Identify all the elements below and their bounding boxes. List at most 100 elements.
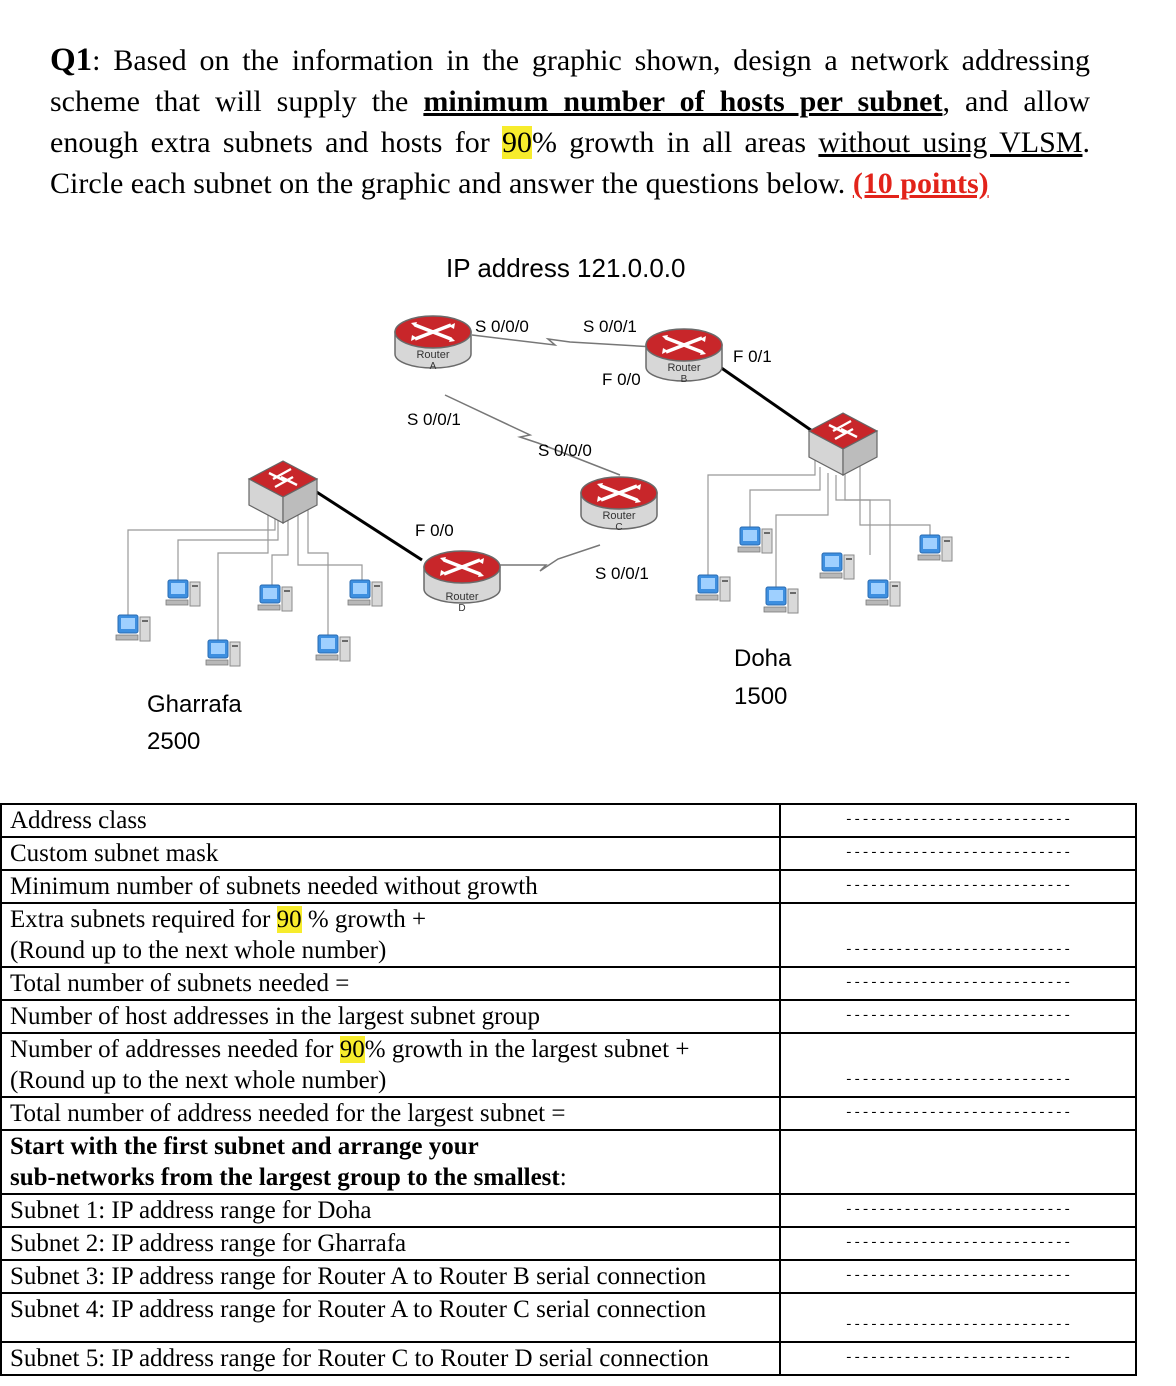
- router-b-letter: B: [681, 374, 688, 385]
- if-label-b-f01: F 0/1: [733, 347, 772, 366]
- switch-doha: [807, 411, 879, 477]
- answer-blank: ---------------------------: [844, 942, 1072, 958]
- pc-gharrafa-4: [257, 584, 293, 612]
- pc-gharrafa-1: [115, 614, 151, 642]
- row-label: Start with the first subnet and arrange …: [0, 1129, 781, 1195]
- row-label: Minimum number of subnets needed without…: [0, 869, 781, 904]
- doha-cabling: [707, 460, 931, 587]
- router-c: Router C: [579, 475, 659, 533]
- row-label-line2: (Round up to the next whole number): [10, 937, 387, 964]
- router-b: Router B: [644, 327, 724, 385]
- row-label-line1: Extra subnets required for: [10, 906, 277, 933]
- serial-link-a-b: [471, 334, 655, 348]
- if-label-b-s001: S 0/0/1: [583, 317, 637, 336]
- row-label: Total number of address needed for the l…: [0, 1096, 781, 1131]
- answer-blank: ---------------------------: [844, 1105, 1072, 1121]
- answer-cell[interactable]: ---------------------------: [779, 1226, 1137, 1261]
- question-part-4: . Circle each subnet on the graphic and …: [50, 126, 1090, 200]
- answer-blank: ---------------------------: [844, 1202, 1072, 1218]
- question-part-1: : Based on the information in the graphi…: [50, 44, 1090, 118]
- answer-blank: ---------------------------: [844, 1235, 1072, 1251]
- question-text: Q1: Based on the information in the grap…: [50, 40, 1090, 204]
- answer-cell[interactable]: ---------------------------: [779, 1032, 1137, 1098]
- answer-blank: ---------------------------: [844, 975, 1072, 991]
- answer-cell[interactable]: ---------------------------: [779, 966, 1137, 1001]
- if-label-c-s000: S 0/0/0: [538, 441, 592, 460]
- doha-name: Doha: [734, 645, 792, 672]
- table-row: Custom subnet mask ---------------------…: [0, 836, 1137, 871]
- answer-blank: ---------------------------: [844, 1317, 1072, 1333]
- serial-link-c-d: [480, 544, 601, 572]
- answer-cell[interactable]: ---------------------------: [779, 999, 1137, 1034]
- router-d-name: Router: [445, 591, 478, 603]
- pc-gharrafa-6: [347, 579, 383, 607]
- row-label: Address class: [0, 803, 781, 838]
- pc-doha-3: [763, 586, 799, 614]
- table-row: Subnet 1: IP address range for Doha ----…: [0, 1193, 1137, 1228]
- if-label-d-f00: F 0/0: [415, 521, 454, 540]
- gharrafa-hosts: 2500: [147, 728, 200, 755]
- table-row: Total number of address needed for the l…: [0, 1096, 1137, 1131]
- ip-address-title: IP address 121.0.0.0: [446, 253, 685, 283]
- pc-doha-2: [737, 526, 773, 554]
- table-row: Subnet 2: IP address range for Gharrafa …: [0, 1226, 1137, 1261]
- pc-gharrafa-2: [165, 579, 201, 607]
- doha-hosts: 1500: [734, 683, 787, 710]
- question-emphasis-min-hosts: minimum number of hosts per subnet: [423, 85, 943, 118]
- pc-gharrafa-5: [315, 634, 351, 662]
- question-growth-percent: 90: [502, 126, 533, 159]
- question-number: Q1: [50, 42, 93, 78]
- table-row: Subnet 4: IP address range for Router A …: [0, 1292, 1137, 1343]
- row-label: Number of host addresses in the largest …: [0, 999, 781, 1034]
- if-label-b-f00: F 0/0: [602, 370, 641, 389]
- pc-doha-5: [865, 579, 901, 607]
- answer-blank: ---------------------------: [844, 845, 1072, 861]
- switch-gharrafa: [247, 459, 319, 525]
- answer-table: Address class --------------------------…: [0, 803, 1137, 1376]
- answer-cell[interactable]: ---------------------------: [779, 1259, 1137, 1294]
- question-emphasis-no-vlsm: without using VLSM: [818, 126, 1083, 159]
- row-label: Subnet 5: IP address range for Router C …: [0, 1341, 781, 1376]
- row-label: Subnet 2: IP address range for Gharrafa: [0, 1226, 781, 1261]
- growth-highlight: 90: [276, 906, 302, 933]
- growth-highlight: 90: [339, 1036, 365, 1063]
- router-d: Router D: [422, 549, 502, 614]
- instruction-line1: Start with the first subnet and arrange …: [10, 1133, 479, 1160]
- table-row: Address class --------------------------…: [0, 803, 1137, 838]
- serial-link-a-c: [444, 394, 621, 476]
- router-a-name: Router: [416, 349, 449, 361]
- answer-blank: ---------------------------: [844, 1072, 1072, 1088]
- answer-cell[interactable]: ---------------------------: [779, 902, 1137, 968]
- ethernet-link-d-switch: [297, 478, 423, 562]
- pc-doha-6: [917, 534, 953, 562]
- table-row: Extra subnets required for 90 % growth +…: [0, 902, 1137, 968]
- pc-doha-1: [695, 574, 731, 602]
- answer-blank: ---------------------------: [844, 812, 1072, 828]
- instruction-line2: sub-networks from the largest group to t…: [10, 1164, 560, 1191]
- answer-cell[interactable]: ---------------------------: [779, 836, 1137, 871]
- row-label: Total number of subnets needed =: [0, 966, 781, 1001]
- answer-blank: ---------------------------: [844, 1268, 1072, 1284]
- answer-cell[interactable]: ---------------------------: [779, 1193, 1137, 1228]
- row-label: Custom subnet mask: [0, 836, 781, 871]
- answer-cell[interactable]: ---------------------------: [779, 1292, 1137, 1343]
- table-row: Minimum number of subnets needed without…: [0, 869, 1137, 904]
- answer-blank: ---------------------------: [844, 1350, 1072, 1366]
- pc-gharrafa-3: [205, 639, 241, 667]
- table-row: Total number of subnets needed = -------…: [0, 966, 1137, 1001]
- gharrafa-cabling: [127, 505, 363, 640]
- answer-cell[interactable]: ---------------------------: [779, 1341, 1137, 1376]
- ethernet-link-b-switch: [719, 365, 819, 437]
- router-c-name: Router: [602, 510, 635, 522]
- answer-cell[interactable]: ---------------------------: [779, 869, 1137, 904]
- network-diagram: IP address 121.0.0.0 Router A Router B: [115, 253, 953, 755]
- answer-cell[interactable]: ---------------------------: [779, 1096, 1137, 1131]
- empty-cell: [779, 1129, 1137, 1195]
- question-part-2: , and allow enough extra subnets and hos…: [50, 85, 1090, 159]
- answer-cell[interactable]: ---------------------------: [779, 803, 1137, 838]
- row-label-line1: Number of addresses needed for: [10, 1036, 340, 1063]
- router-a-letter: A: [430, 361, 437, 372]
- row-label: Subnet 4: IP address range for Router A …: [0, 1292, 781, 1343]
- table-row: Number of addresses needed for 90% growt…: [0, 1032, 1137, 1098]
- answer-blank: ---------------------------: [844, 878, 1072, 894]
